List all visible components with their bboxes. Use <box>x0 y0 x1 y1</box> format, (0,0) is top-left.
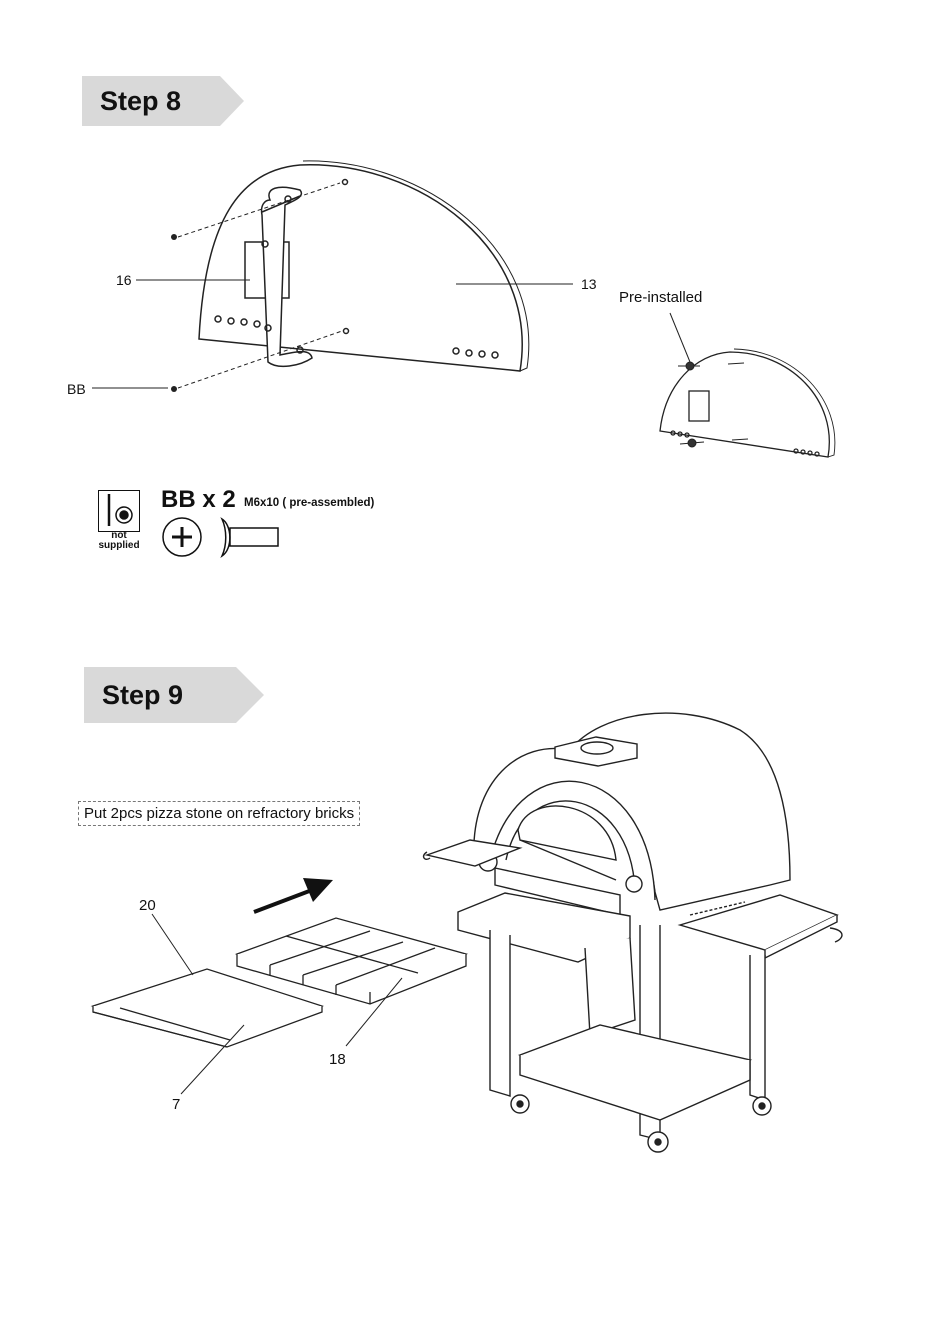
pizza-oven-cart <box>424 713 842 1152</box>
callout-20: 20 <box>139 897 156 914</box>
callout-7: 7 <box>172 1096 180 1113</box>
direction-arrow-icon <box>254 878 333 912</box>
callout-18: 18 <box>329 1051 346 1068</box>
